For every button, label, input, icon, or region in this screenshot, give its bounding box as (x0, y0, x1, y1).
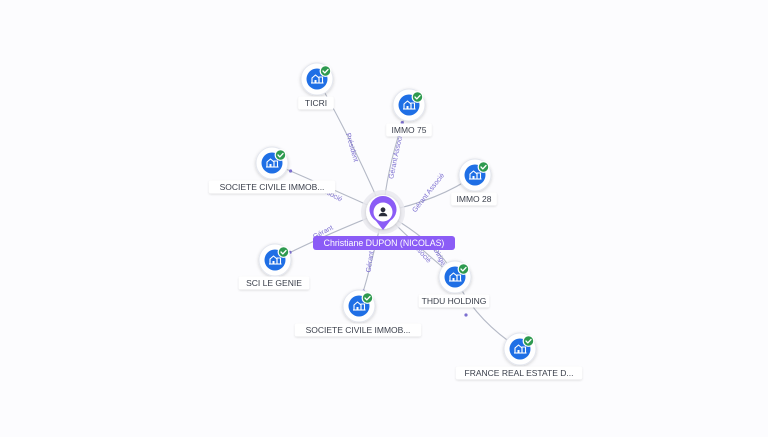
verified-check-icon (457, 263, 470, 275)
building-icon (514, 344, 527, 354)
verified-check-icon (411, 91, 424, 103)
node-label-box (294, 323, 422, 337)
edge-label: Gérant (366, 251, 376, 273)
building-icon (266, 158, 279, 168)
node-label-box (386, 123, 432, 137)
building-icon (353, 301, 366, 311)
node-label-box (418, 294, 490, 308)
company-node-thdu[interactable]: THDU HOLDING (418, 260, 490, 308)
edge-label: Gérant Associé (411, 172, 446, 214)
person-icon (378, 207, 388, 217)
edge-arrow (400, 121, 404, 125)
node-label-box (298, 96, 334, 110)
node-label-box (451, 192, 497, 206)
building-icon (311, 74, 324, 84)
building-icon (449, 272, 462, 282)
node-label-box (208, 180, 336, 194)
edge-label: Président (344, 132, 359, 162)
verified-check-icon (522, 335, 535, 347)
center-person-node[interactable]: Christiane DUPON (NICOLAS) (313, 190, 455, 250)
nodes-layer: TICRI IMMO 75 IMMO 28 SOCIETE CIVILE IMMOB.… (208, 62, 583, 380)
node-label: THDU HOLDING (422, 296, 487, 306)
edge-arrow (288, 169, 293, 173)
company-node-scilegenie[interactable]: SCI LE GENIE (238, 243, 310, 290)
verified-check-icon (274, 149, 287, 161)
edge-arrow (464, 313, 468, 317)
company-node-immo28[interactable]: IMMO 28 (451, 158, 497, 206)
company-node-sci1[interactable]: SOCIETE CIVILE IMMOB... (208, 146, 336, 194)
verified-check-icon (319, 65, 332, 77)
node-label: IMMO 75 (392, 125, 427, 135)
verified-check-icon (277, 246, 290, 258)
node-label: FRANCE REAL ESTATE D... (465, 368, 574, 378)
company-node-ticri[interactable]: TICRI (298, 62, 334, 110)
node-label-box (238, 276, 310, 290)
center-layer: Christiane DUPON (NICOLAS) (313, 190, 455, 250)
node-label-box (455, 366, 583, 380)
verified-check-icon (361, 292, 374, 304)
company-node-france[interactable]: FRANCE REAL ESTATE D... (455, 332, 583, 380)
node-label: TICRI (305, 98, 327, 108)
node-label: IMMO 28 (457, 194, 492, 204)
building-icon (403, 100, 416, 110)
building-icon (469, 170, 482, 180)
verified-check-icon (477, 161, 490, 173)
node-label: SOCIETE CIVILE IMMOB... (306, 325, 411, 335)
node-label: SOCIETE CIVILE IMMOB... (220, 182, 325, 192)
company-node-immo75[interactable]: IMMO 75 (386, 88, 432, 137)
center-label-box (313, 236, 455, 250)
building-icon (269, 255, 282, 265)
company-node-sci2[interactable]: SOCIETE CIVILE IMMOB... (294, 289, 422, 337)
node-label: SCI LE GENIE (246, 278, 302, 288)
edge-label: Gérant Associé (388, 132, 405, 180)
center-label: Christiane DUPON (NICOLAS) (324, 238, 445, 248)
